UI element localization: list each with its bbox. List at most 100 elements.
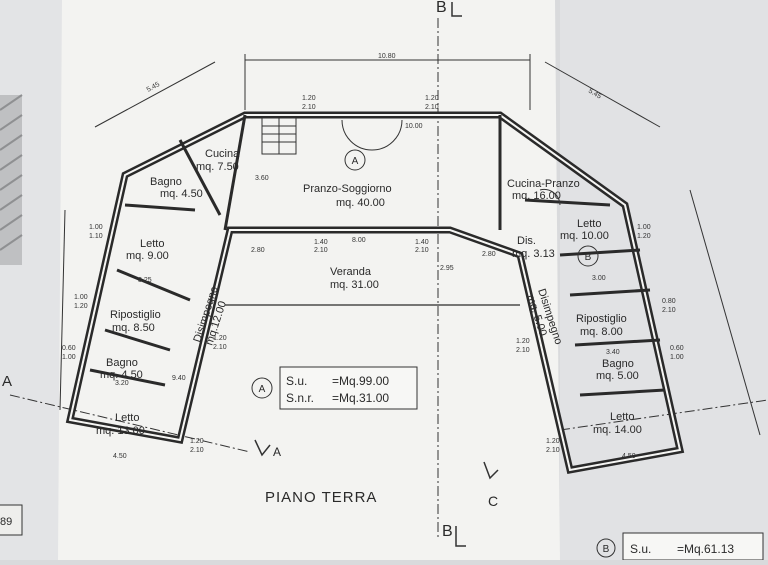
unit-a-marker-label: A [352, 156, 359, 167]
section-line-a-right [559, 399, 768, 431]
area-summary-a-tag: A [259, 384, 266, 395]
dimension-label: 2.95 [440, 265, 454, 272]
section-b-top-label: B [436, 0, 447, 16]
area-summary-a: A S.u. =Mq.99.00 S.n.r. =Mq.31.00 [251, 366, 418, 410]
area-summary-b-tag: B [603, 544, 610, 555]
dimension-label: 2.10 [213, 344, 227, 351]
room-name: Ripostiglio [110, 309, 161, 321]
section-markers: B B A A C [2, 0, 499, 547]
su-value: =Mq.61.13 [677, 542, 734, 556]
room-area: mq. 4.50 [160, 188, 203, 200]
dimension-label: 2.10 [516, 347, 530, 354]
dimension-label: 1.20 [302, 95, 316, 102]
room-area: mq. 10.00 [560, 230, 609, 242]
hatched-area [0, 94, 23, 265]
drawing-title: PIANO TERRA [265, 489, 377, 506]
room-area: mq. 13.00 [96, 425, 145, 437]
su-label: S.u. [630, 542, 651, 556]
dimension-label: 1.20 [425, 95, 439, 102]
interior-walls [89, 114, 666, 397]
dimension-label: 3.20 [115, 380, 129, 387]
room-name: Bagno [602, 358, 634, 370]
dimension-label: 1.00 [89, 224, 103, 231]
area-summary-b: B S.u. =Mq.61.13 [596, 532, 764, 561]
room-area: mq. 8.50 [112, 322, 155, 334]
room-name: Cucina-Pranzo [507, 178, 580, 190]
door-arc [539, 189, 561, 206]
dimension-label: 3.25 [138, 277, 152, 284]
dimension-label: 3.00 [592, 275, 606, 282]
room-name: Ripostiglio [576, 313, 627, 325]
room-area: mq. 7.50 [196, 161, 239, 173]
dimension-label: 0.80 [662, 298, 676, 305]
snr-value: =Mq.31.00 [332, 391, 389, 405]
room-name: Letto [610, 411, 634, 423]
dimension-label: 1.20 [74, 303, 88, 310]
room-area: mq. 9.00 [126, 250, 169, 262]
section-a-bottom-label: A [273, 445, 281, 459]
room-area: mq. 3.13 [512, 248, 555, 260]
room-area: mq. 14.00 [593, 424, 642, 436]
dimension-label: 1.20 [546, 438, 560, 445]
dimension-label: 1.40 [415, 239, 429, 246]
su-label: S.u. [286, 374, 307, 388]
dimension-label: 4.50 [113, 453, 127, 460]
dimension-label: 2.10 [314, 247, 328, 254]
dimension-label: 2.80 [251, 247, 265, 254]
page-number-box: 89 [0, 504, 23, 536]
unit-b-marker-label: B [585, 252, 592, 263]
dimension-label: 1.20 [190, 438, 204, 445]
room-name: Cucina [205, 148, 240, 160]
dimension-label: 2.10 [425, 104, 439, 111]
dimension-label: 0.60 [670, 345, 684, 352]
room-area: mq. 16.00 [512, 190, 561, 202]
room-area: mq. 40.00 [336, 197, 385, 209]
dimension-label: 2.10 [302, 104, 316, 111]
dimension-label: 1.00 [637, 224, 651, 231]
unit-a-marker [344, 149, 366, 171]
dimension-label: 1.00 [670, 354, 684, 361]
dimension-label: 1.00 [74, 294, 88, 301]
dimension-label: 2.10 [190, 447, 204, 454]
room-area: mq. 8.00 [580, 326, 623, 338]
dimension-label: 1.00 [62, 354, 76, 361]
dimension-label: 10.00 [405, 123, 423, 130]
dimension-label: 3.60 [255, 175, 269, 182]
dimension-label: 2.80 [482, 251, 496, 258]
left-paper-strip [0, 0, 62, 560]
dimension-label: 2.10 [546, 447, 560, 454]
main-paper-sheet [58, 0, 560, 560]
dimension-label: 0.60 [62, 345, 76, 352]
room-area: mq. 4.50 [100, 369, 143, 381]
dimension-label: 3.40 [606, 349, 620, 356]
dimension-label: 2.10 [662, 307, 676, 314]
room-name: Letto [577, 218, 601, 230]
section-c-label: C [488, 493, 498, 509]
room-name: Bagno [150, 176, 182, 188]
room-area: mq. 31.00 [330, 279, 379, 291]
room-name: Letto [140, 238, 164, 250]
stair-icon [261, 117, 297, 155]
snr-label: S.n.r. [286, 391, 314, 405]
dimension-label: 1.20 [637, 233, 651, 240]
section-b-bottom-label: B [442, 523, 453, 540]
su-value: =Mq.99.00 [332, 374, 389, 388]
dimension-labels: 10.80 5.45 5.45 1.20 2.10 1.20 2.10 1.40… [62, 53, 684, 460]
page-number: 89 [0, 516, 12, 528]
dimension-label: 1.20 [516, 338, 530, 345]
dimension-label: 1.20 [213, 335, 227, 342]
dimension-label: 4.50 [622, 453, 636, 460]
section-line-a [9, 394, 251, 453]
exterior-walls [65, 111, 685, 475]
dimension-label: 2.10 [415, 247, 429, 254]
room-name: Bagno [106, 357, 138, 369]
dimension-label: 8.00 [352, 237, 366, 244]
dimension-label: 1.10 [89, 233, 103, 240]
room-area: mq. 5.00 [596, 370, 639, 382]
dimension-label: 9.40 [172, 375, 186, 382]
dimension-lines [59, 54, 761, 436]
room-name: Veranda [330, 266, 372, 278]
room-name: Pranzo-Soggiorno [303, 183, 392, 195]
